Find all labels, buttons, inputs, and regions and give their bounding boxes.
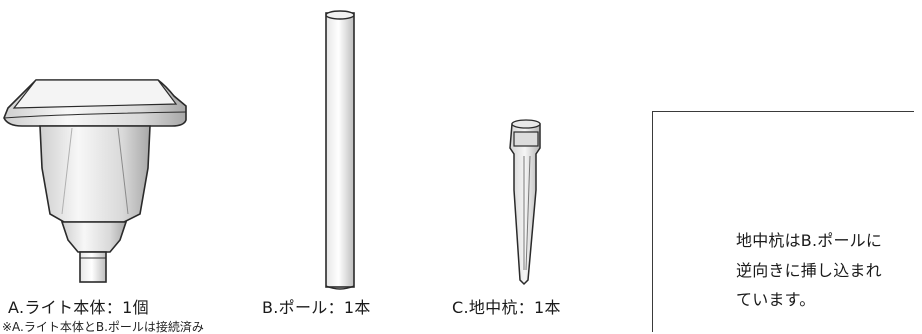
connection-note: ※A.ライト本体とB.ポールは接続済み <box>2 320 204 334</box>
callout-line-2: 逆向きに挿し込まれ <box>736 261 882 280</box>
callout-box <box>652 111 914 332</box>
callout-line-3: ています。 <box>736 290 816 309</box>
callout-line-1: 地中杭はB.ポールに <box>736 231 883 250</box>
ground-stake-illustration <box>509 119 541 286</box>
part-c-label: C.地中杭：1本 <box>452 298 561 317</box>
part-a-label: A.ライト本体：1個 <box>8 298 149 317</box>
pole-illustration <box>325 10 355 290</box>
part-b-label: B.ポール：1本 <box>262 298 371 317</box>
